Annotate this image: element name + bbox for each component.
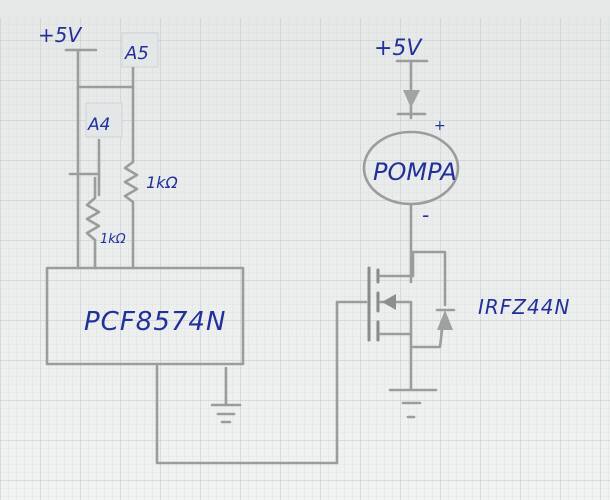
diode-symbol [396, 90, 427, 116]
graph-grid [0, 18, 610, 500]
pin-a4-label: A4 [87, 115, 110, 135]
pin-a5-box [76, 32, 159, 157]
resistor-r1-label: 1kΩ [100, 232, 126, 247]
ic-pcf8574n [45, 266, 245, 366]
resistor-r2-label: 1kΩ [146, 173, 178, 192]
ic-label: PCF8574N [84, 307, 226, 337]
pump-motor [362, 130, 460, 284]
vcc-right-symbol [395, 59, 429, 120]
ground-symbol-ic [210, 366, 242, 424]
pump-minus-label: - [422, 203, 429, 227]
pin-a4-box [85, 102, 123, 197]
pump-label: POMPA [373, 158, 457, 186]
pump-plus-label: + [434, 118, 446, 134]
pin-a5-label: A5 [124, 43, 149, 64]
gate-wire [155, 300, 368, 465]
vcc-right-label: +5V [374, 36, 423, 61]
resistor-r2 [123, 153, 139, 270]
resistor-r1 [68, 172, 101, 270]
ground-symbol-mosfet [388, 388, 438, 419]
mosfet-irfz44n [367, 250, 456, 390]
mosfet-label: IRFZ44N [478, 295, 570, 319]
vcc-left-label: +5V [38, 23, 82, 47]
